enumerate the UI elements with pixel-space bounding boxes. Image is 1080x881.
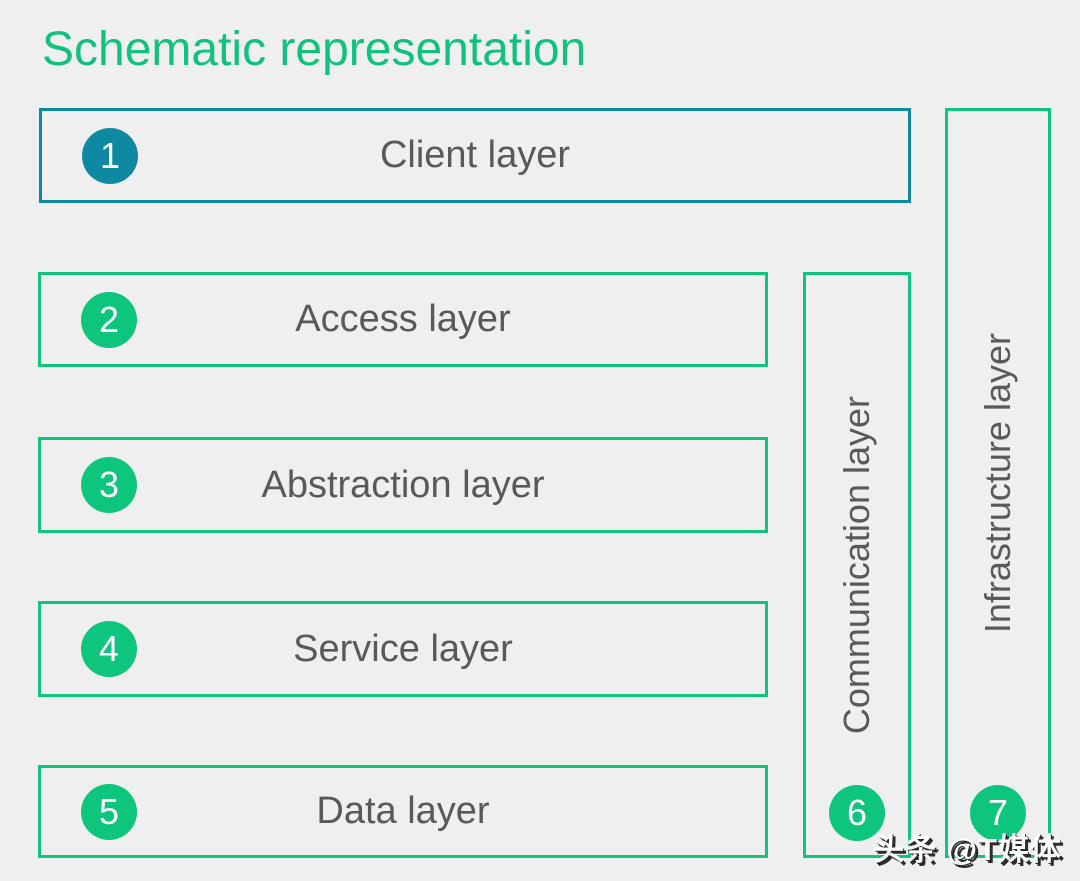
layer-box-infrastructure: Infrastructure layer 7 bbox=[945, 108, 1051, 858]
layer-number-badge-7: 7 bbox=[970, 785, 1026, 841]
layer-box-communication: Communication layer 6 bbox=[803, 272, 911, 858]
layer-number-badge-5: 5 bbox=[81, 783, 137, 840]
layer-number-badge-4: 4 bbox=[81, 621, 137, 677]
layer-label-communication: Communication layer bbox=[836, 395, 877, 735]
layer-box-client: 1 Client layer bbox=[39, 108, 911, 203]
page-title: Schematic representation bbox=[42, 23, 587, 76]
layer-label-data: Data layer bbox=[316, 790, 490, 832]
layer-label-service: Service layer bbox=[293, 627, 513, 670]
layer-box-service: 4 Service layer bbox=[38, 601, 768, 697]
layer-label-client: Client layer bbox=[379, 134, 571, 176]
layer-number-badge-2: 2 bbox=[81, 291, 137, 348]
layer-box-data: 5 Data layer bbox=[38, 765, 768, 858]
layer-label-infrastructure: Infrastructure layer bbox=[977, 332, 1018, 634]
layer-label-access: Access layer bbox=[295, 298, 511, 340]
layer-box-access: 2 Access layer bbox=[38, 272, 768, 367]
layer-label-abstraction: Abstraction layer bbox=[261, 463, 545, 506]
watermark: 头条 @T媒体 bbox=[873, 832, 1062, 867]
layer-box-abstraction: 3 Abstraction layer bbox=[38, 437, 768, 533]
layer-number-badge-3: 3 bbox=[81, 457, 137, 513]
layer-number-badge-1: 1 bbox=[82, 127, 138, 184]
layer-number-badge-6: 6 bbox=[829, 785, 885, 841]
